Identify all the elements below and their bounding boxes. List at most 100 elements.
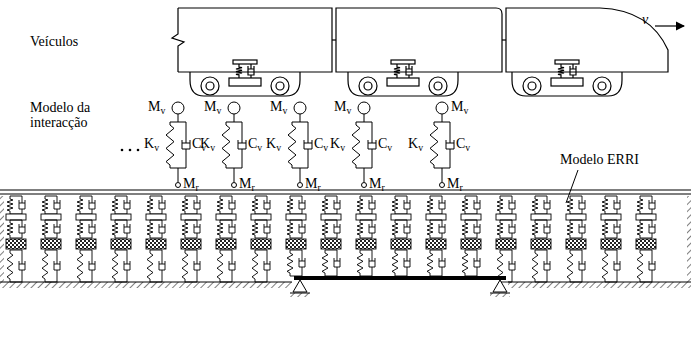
sleeper-mass (251, 239, 271, 249)
spring-symbol (567, 220, 573, 238)
pad-mass (181, 214, 201, 220)
damper-symbol (579, 250, 585, 282)
spring-symbol (430, 122, 438, 168)
damper-symbol (264, 220, 270, 238)
velocity-label: v (642, 12, 648, 27)
wheel-mass (298, 183, 303, 188)
damper-symbol (649, 220, 655, 238)
bar (325, 220, 337, 238)
ellipsis-dots (121, 149, 140, 152)
damper-symbol (509, 196, 515, 214)
spring-symbol (322, 220, 328, 238)
sleeper-mass (496, 239, 516, 249)
damper-symbol (614, 250, 620, 282)
pad-mass (531, 214, 551, 220)
mass-label: Mv (204, 99, 221, 114)
damper-symbol (614, 220, 620, 238)
damper-symbol (248, 64, 254, 78)
spring-symbol (352, 122, 360, 168)
wheel-hub (276, 82, 284, 90)
vehicle-mass (358, 102, 370, 114)
link (442, 168, 443, 182)
damping-label: Cv (378, 136, 392, 151)
damper-symbol (89, 250, 95, 282)
spring-symbol (462, 196, 468, 214)
spring-symbol (42, 196, 48, 214)
ground-line (0, 282, 292, 283)
sleeper-mass (216, 239, 236, 249)
spring-symbol (182, 196, 188, 214)
damper-symbol (649, 196, 655, 214)
damper-symbol (474, 220, 480, 238)
spring-symbol (288, 122, 296, 168)
spring-symbol (322, 196, 328, 214)
velocity-arrow (655, 26, 684, 27)
spring-symbol (322, 250, 328, 276)
wheel-mass (232, 183, 237, 188)
bar (80, 220, 92, 238)
spring-symbol (42, 250, 48, 282)
sleeper-mass (286, 239, 306, 249)
damper-symbol (368, 122, 376, 168)
damper-symbol (406, 64, 412, 78)
ground-line (508, 282, 691, 283)
damper-symbol (182, 122, 190, 168)
damper-symbol (54, 250, 60, 282)
damper-symbol (369, 220, 375, 238)
damper-symbol (614, 196, 620, 214)
wheel-mass (440, 183, 445, 188)
wheel (593, 77, 611, 95)
pad-mass (426, 214, 446, 220)
stiffness-label: Kv (408, 136, 423, 151)
bar (570, 220, 582, 238)
bar (255, 220, 267, 238)
mass-label: Mv (270, 99, 287, 114)
mass-label: Mv (148, 99, 165, 114)
damper-symbol (19, 196, 25, 214)
damper-symbol (369, 250, 375, 276)
link (178, 114, 179, 122)
spring-symbol (166, 122, 174, 168)
damper-symbol (264, 196, 270, 214)
damper-symbol (194, 250, 200, 282)
damper-symbol (238, 122, 246, 168)
sleeper-mass (601, 239, 621, 249)
sleeper-mass (6, 239, 26, 249)
wheel-hub (206, 82, 214, 90)
damper-symbol (194, 220, 200, 238)
spring-symbol (602, 196, 608, 214)
bar (290, 196, 302, 214)
damper-symbol (304, 122, 312, 168)
wall-hatch (687, 196, 691, 282)
bolster (555, 60, 579, 64)
bar (10, 196, 22, 214)
sleeper-mass (426, 239, 446, 249)
damper-symbol (194, 196, 200, 214)
bar (535, 220, 547, 238)
damping-label: Cv (456, 136, 470, 151)
pad-mass (41, 214, 61, 220)
damper-symbol (544, 196, 550, 214)
spring-symbol (394, 64, 400, 78)
pad-mass (251, 214, 271, 220)
vehicle-mass (294, 102, 306, 114)
spring-symbol (637, 196, 643, 214)
spring-symbol (77, 250, 83, 282)
damper-symbol (579, 220, 585, 238)
spring-symbol (602, 220, 608, 238)
link (234, 114, 235, 122)
sleeper-mass (146, 239, 166, 249)
wheel-hub (434, 82, 442, 90)
bogie-beam (387, 78, 419, 86)
bar (255, 196, 267, 214)
spring-symbol (7, 220, 13, 238)
spring-symbol (427, 220, 433, 238)
damper-symbol (446, 122, 454, 168)
interaction-model-label: Modelo da interacção (30, 100, 110, 131)
spring-symbol (357, 220, 363, 238)
wheel (271, 77, 289, 95)
bar (465, 220, 477, 238)
spring-symbol (112, 196, 118, 214)
